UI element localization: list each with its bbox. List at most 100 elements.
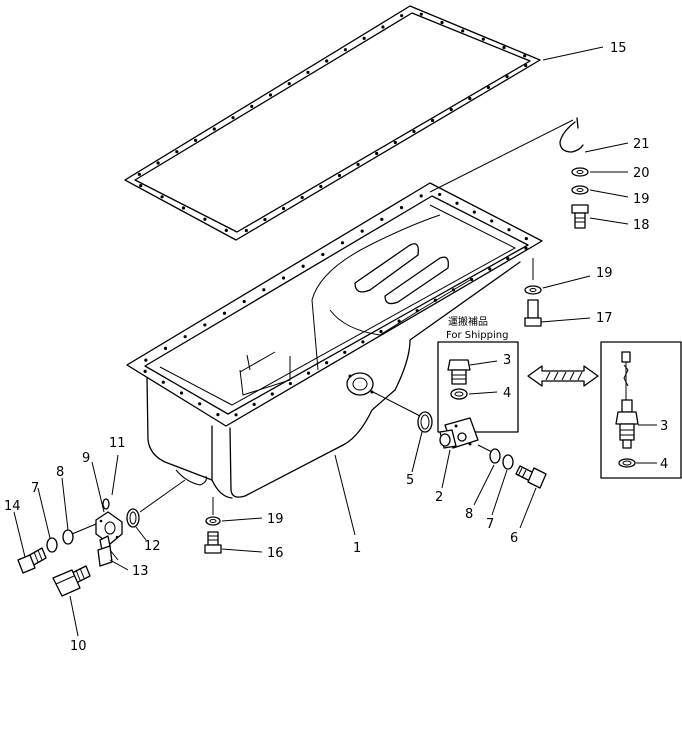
oil-pan	[126, 182, 543, 499]
bolt-hole	[380, 217, 384, 221]
callout-8-right: 8	[465, 507, 473, 522]
bolt-hole	[137, 172, 141, 176]
bolt-hole	[399, 206, 404, 210]
washer-8-right	[489, 448, 501, 464]
bolt-hole	[183, 335, 187, 339]
leader-o-ring-12	[139, 479, 186, 513]
callout-5: 5	[406, 473, 414, 488]
bolt-hole	[325, 59, 329, 63]
callout-1: 1	[353, 541, 361, 556]
bolt-hole	[203, 323, 207, 327]
bolt-hole	[490, 219, 494, 223]
bolt-hole	[181, 206, 186, 210]
bolt-hole	[268, 93, 273, 97]
bolt-hole	[419, 12, 423, 16]
bolt-hole	[179, 391, 184, 395]
bolt-hole	[502, 45, 506, 50]
bolt-hole	[343, 350, 347, 354]
bolt-18	[571, 204, 589, 229]
bolt-hole	[505, 74, 509, 79]
callout-18: 18	[633, 218, 650, 233]
bolt-hole	[400, 14, 404, 18]
callout-7-right: 7	[486, 517, 494, 532]
callout-6: 6	[510, 531, 518, 546]
bolt-hole	[281, 276, 286, 280]
bolt-hole	[472, 210, 476, 214]
bolt-6	[515, 465, 547, 489]
bolt-hole	[419, 194, 423, 198]
washer-7-left	[46, 537, 58, 553]
bolt-hole	[301, 264, 305, 268]
bolt-hole	[242, 299, 246, 304]
bolt-hole	[263, 217, 267, 222]
callout-7-left: 7	[31, 481, 39, 496]
bolt-hole	[524, 236, 528, 241]
washer-8-left	[62, 529, 74, 545]
washer-19-lower	[205, 516, 221, 526]
bolt-hole	[524, 246, 528, 250]
bolt-hole	[321, 252, 325, 257]
washer-20	[571, 167, 589, 177]
bolt-hole	[193, 138, 198, 142]
bolt-hole	[306, 371, 311, 375]
callout-9: 9	[82, 451, 90, 466]
callout-4-shipping: 4	[503, 386, 511, 401]
bolt-hole	[343, 48, 348, 52]
bolt-hole	[455, 201, 459, 205]
bolt-hole	[250, 104, 254, 108]
callout-10: 10	[70, 639, 87, 654]
oil-pan-gasket	[124, 5, 541, 241]
bolt-hole	[216, 413, 220, 417]
bolt-hole	[507, 228, 511, 232]
bolt-hole	[144, 358, 148, 362]
double-arrow-icon	[527, 365, 599, 387]
bolt-hole	[340, 241, 345, 245]
leader-lines	[13, 46, 657, 637]
bolt-hole	[306, 70, 310, 74]
callout-16: 16	[267, 546, 284, 561]
bolt-hole	[430, 118, 435, 123]
bolt-hole	[360, 229, 364, 233]
callout-3-sensor: 3	[660, 419, 668, 434]
bolt-hole	[212, 127, 216, 131]
bolt-hole	[203, 217, 207, 221]
bolt-hole	[252, 402, 256, 406]
callout-19-lower: 19	[267, 512, 284, 527]
bolt-16	[204, 531, 222, 554]
bolt-hole	[262, 288, 266, 292]
callout-15: 15	[610, 41, 627, 56]
bolt-hole	[337, 173, 342, 178]
bolt-hole	[287, 82, 291, 86]
callout-11: 11	[109, 436, 126, 451]
bolt-hole	[451, 288, 456, 292]
bolt-17	[524, 299, 542, 327]
callout-19-mid: 19	[596, 266, 613, 281]
bolt-hole	[224, 228, 228, 232]
washer-7-right	[502, 454, 514, 470]
bolt-hole	[270, 392, 274, 396]
bolt-hole	[156, 161, 160, 165]
bolt-hole	[139, 184, 143, 188]
bolt-hole	[244, 228, 248, 233]
drain-plug-10	[52, 565, 91, 597]
bolt-hole	[469, 277, 474, 282]
bolt-hole	[524, 63, 528, 68]
bolt-hole	[449, 107, 453, 112]
hook-leader-line	[429, 119, 574, 193]
callout-3-shipping: 3	[503, 353, 511, 368]
bolt-hole	[486, 85, 491, 90]
fitting-2	[439, 417, 479, 449]
o-ring-5	[417, 411, 433, 433]
bolt-hole	[143, 369, 147, 373]
callout-19-upper: 19	[633, 192, 650, 207]
bolt-hole	[397, 319, 401, 323]
washer-19-upper	[571, 185, 589, 195]
bolt-hole	[161, 380, 165, 384]
callout-13: 13	[132, 564, 149, 579]
bolt-hole	[438, 192, 442, 197]
bolt-hole	[361, 340, 365, 344]
bolt-hole	[175, 150, 179, 154]
callout-2: 2	[435, 490, 443, 505]
callout-8-left: 8	[56, 465, 64, 480]
